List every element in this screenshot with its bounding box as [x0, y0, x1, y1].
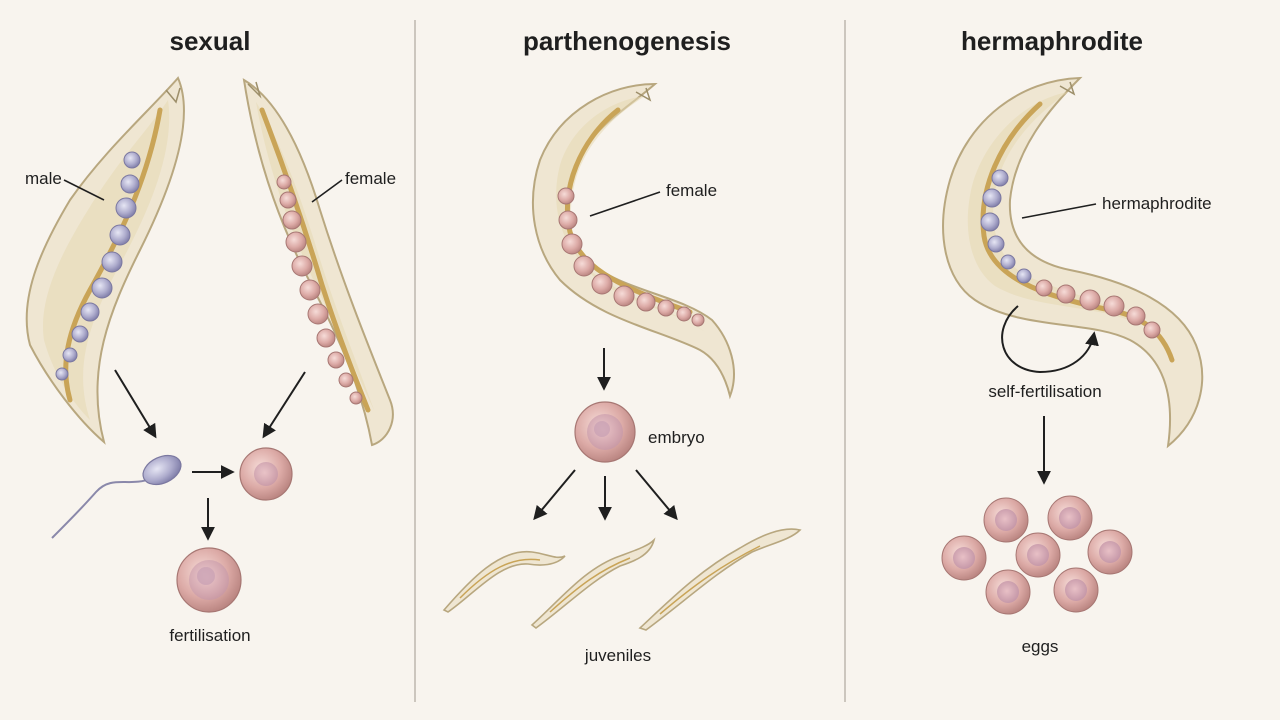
eggs-cluster	[941, 495, 1133, 615]
label-female-parthenogenesis: female	[666, 181, 717, 200]
juvenile-worm-2	[530, 537, 656, 629]
egg-cell	[691, 313, 705, 327]
arrow-male-to-sperm	[114, 369, 157, 439]
label-embryo: embryo	[648, 428, 705, 447]
egg-cell	[1079, 289, 1101, 311]
sperm-cell	[62, 347, 78, 363]
label-self-fertilisation: self-fertilisation	[988, 382, 1101, 401]
egg-nucleus	[995, 509, 1017, 531]
egg-cell	[591, 273, 613, 295]
egg-cell	[327, 351, 345, 369]
sperm-cell	[80, 302, 100, 322]
self-fertilisation-loop-arrow	[1001, 305, 1099, 374]
sperm-cell	[987, 235, 1005, 253]
arrow-female-to-egg	[262, 371, 306, 439]
label-fertilisation: fertilisation	[169, 626, 250, 645]
egg-cell	[276, 174, 292, 190]
egg-cell	[676, 306, 692, 322]
sperm-cell	[101, 251, 123, 273]
label-juveniles: juveniles	[584, 646, 651, 665]
leader-hermaphrodite	[1021, 203, 1097, 219]
sperm-cell	[982, 188, 1002, 208]
panel-parthenogenesis: parthenogenesis female embryo	[442, 26, 802, 665]
egg-nucleus	[1065, 579, 1087, 601]
panel-title-sexual: sexual	[170, 26, 251, 56]
egg-cell	[613, 285, 635, 307]
egg-cell	[657, 299, 675, 317]
panel-sexual: sexual male female	[25, 26, 396, 645]
egg-cell	[285, 231, 307, 253]
leader-male	[63, 179, 105, 201]
sperm-cell	[980, 212, 1000, 232]
panel-hermaphrodite: hermaphrodite hermaphrodite self-fertili…	[941, 26, 1212, 656]
egg-cell	[349, 391, 363, 405]
sperm-cell	[109, 224, 131, 246]
sperm-cell	[55, 367, 69, 381]
label-eggs: eggs	[1022, 637, 1059, 656]
label-hermaphrodite: hermaphrodite	[1102, 194, 1212, 213]
egg-nucleus	[1027, 544, 1049, 566]
leader-female-sexual	[311, 179, 343, 203]
egg-cell	[1143, 321, 1161, 339]
sperm-cell	[71, 325, 89, 343]
leader-female-parthenogenesis	[589, 191, 661, 217]
egg-cell	[1035, 279, 1053, 297]
egg-cell	[282, 210, 302, 230]
egg-nucleus	[997, 581, 1019, 603]
sperm-cell	[123, 151, 141, 169]
sperm-cell	[91, 277, 113, 299]
juvenile-worm-3	[638, 528, 802, 631]
egg-nucleus	[1099, 541, 1121, 563]
male-worm	[25, 76, 185, 445]
juvenile-worm-1	[442, 550, 566, 613]
arrow-embryo-to-juvenile-3	[635, 469, 678, 521]
sperm-cell	[115, 197, 137, 219]
label-female-sexual: female	[345, 169, 396, 188]
egg-cell	[1056, 284, 1076, 304]
arrow-embryo-to-juvenile-1	[533, 469, 576, 521]
sperm-cell	[1000, 254, 1016, 270]
egg-cell	[338, 372, 354, 388]
sperm-cell	[991, 169, 1009, 187]
egg-cell	[1103, 295, 1125, 317]
zygote	[176, 547, 242, 613]
egg-nucleus	[1059, 507, 1081, 529]
egg-cell	[299, 279, 321, 301]
egg-cell	[279, 191, 297, 209]
egg-cell	[557, 187, 575, 205]
egg-cell	[1126, 306, 1146, 326]
egg-cell	[558, 210, 578, 230]
female-worm-parthenogenesis	[531, 82, 735, 400]
egg-cell	[291, 255, 313, 277]
egg-cell	[307, 303, 329, 325]
hermaphrodite-worm	[942, 76, 1204, 449]
egg-cell	[636, 292, 656, 312]
egg-cell	[573, 255, 595, 277]
egg-cell-sexual	[239, 447, 293, 501]
egg-nucleus	[953, 547, 975, 569]
panel-title-parthenogenesis: parthenogenesis	[523, 26, 731, 56]
egg-cell	[561, 233, 583, 255]
sperm-cell	[120, 174, 140, 194]
female-worm-sexual	[242, 78, 394, 447]
panel-title-hermaphrodite: hermaphrodite	[961, 26, 1143, 56]
egg-cell	[316, 328, 336, 348]
sperm-cell	[1016, 268, 1032, 284]
embryo	[574, 401, 636, 463]
sperm-cell	[51, 454, 182, 539]
label-male: male	[25, 169, 62, 188]
